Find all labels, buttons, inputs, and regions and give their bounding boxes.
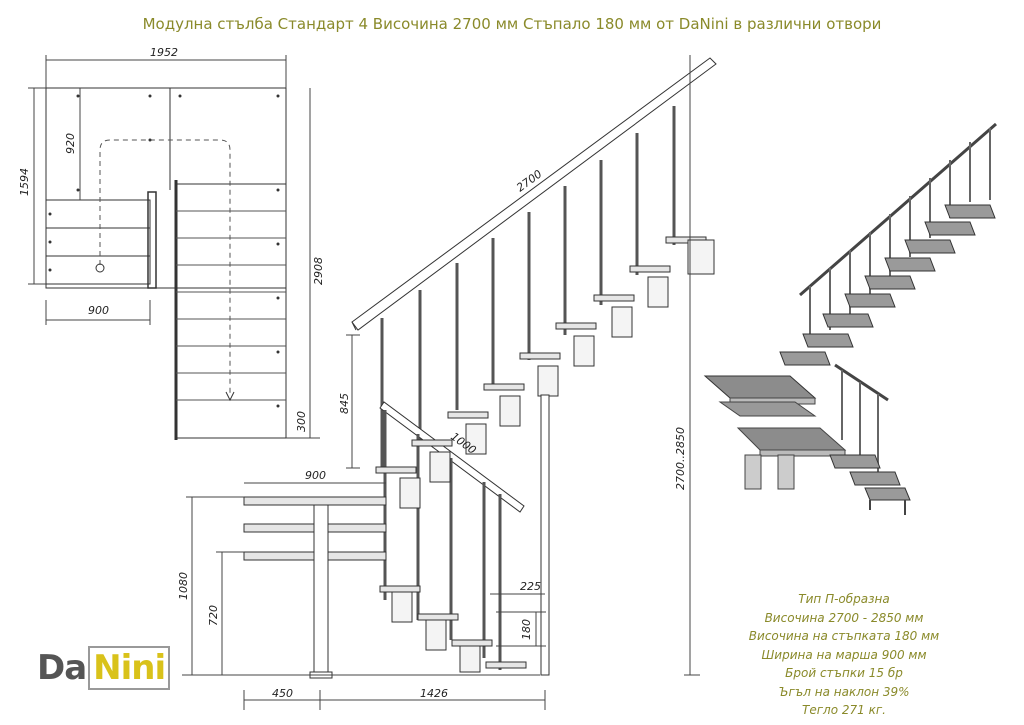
logo-part-da: Da [37,648,87,688]
dim-plan-300: 300 [295,411,308,432]
support-column [540,394,550,676]
perspective-view [703,122,997,515]
page-title: Модулна стълба Стандарт 4 Височина 2700 … [142,15,882,33]
lower-modules [391,591,481,673]
plan-walk-line [99,139,231,395]
specs-list: Тип П-образна Височина 2700 - 2850 мм Ви… [734,590,954,720]
dim-plan-width: 1952 [150,46,178,59]
dim-base-450: 450 [272,687,293,700]
spec-flight-width: Ширина на марша 900 мм [761,647,927,662]
dim-plan-left-height: 1594 [18,168,31,196]
upper-balusters [380,106,676,470]
side-elevation: 2700 1000 845 2700..2850 900 1080 720 22… [177,55,717,710]
plan-left-flight [45,199,151,285]
dim-plan-920: 920 [64,133,77,154]
spec-type: Тип П-образна [798,592,890,606]
plan-frame [45,87,287,289]
spec-step-count: Брой стъпки 15 бр [785,666,903,680]
dim-landing-900: 900 [305,469,326,482]
dim-step-225: 225 [520,580,541,593]
dim-height-845: 845 [338,393,351,414]
dim-height-1080: 1080 [177,572,190,600]
lower-handrail [379,401,525,513]
spec-step-height: Височина на стъпката 180 мм [748,629,940,643]
plan-view: 1952 1594 920 2908 900 300 [18,46,325,440]
spec-weight: Тегло 271 кг. [802,703,886,717]
dim-plan-900: 900 [88,304,109,317]
dim-height-total: 2700..2850 [674,427,687,490]
upper-modules [399,239,715,509]
dim-plan-right-height: 2908 [312,257,325,285]
landing [243,496,387,679]
upper-treads [375,236,707,474]
logo-part-nini: Nini [88,646,171,690]
dim-base-1426: 1426 [420,687,448,700]
spec-height: Височина 2700 - 2850 мм [764,610,924,625]
upper-handrail [351,57,717,331]
dim-step-180: 180 [520,619,533,640]
dim-height-720: 720 [207,605,220,626]
spec-angle: Ъгъл на наклон 39% [778,684,910,699]
